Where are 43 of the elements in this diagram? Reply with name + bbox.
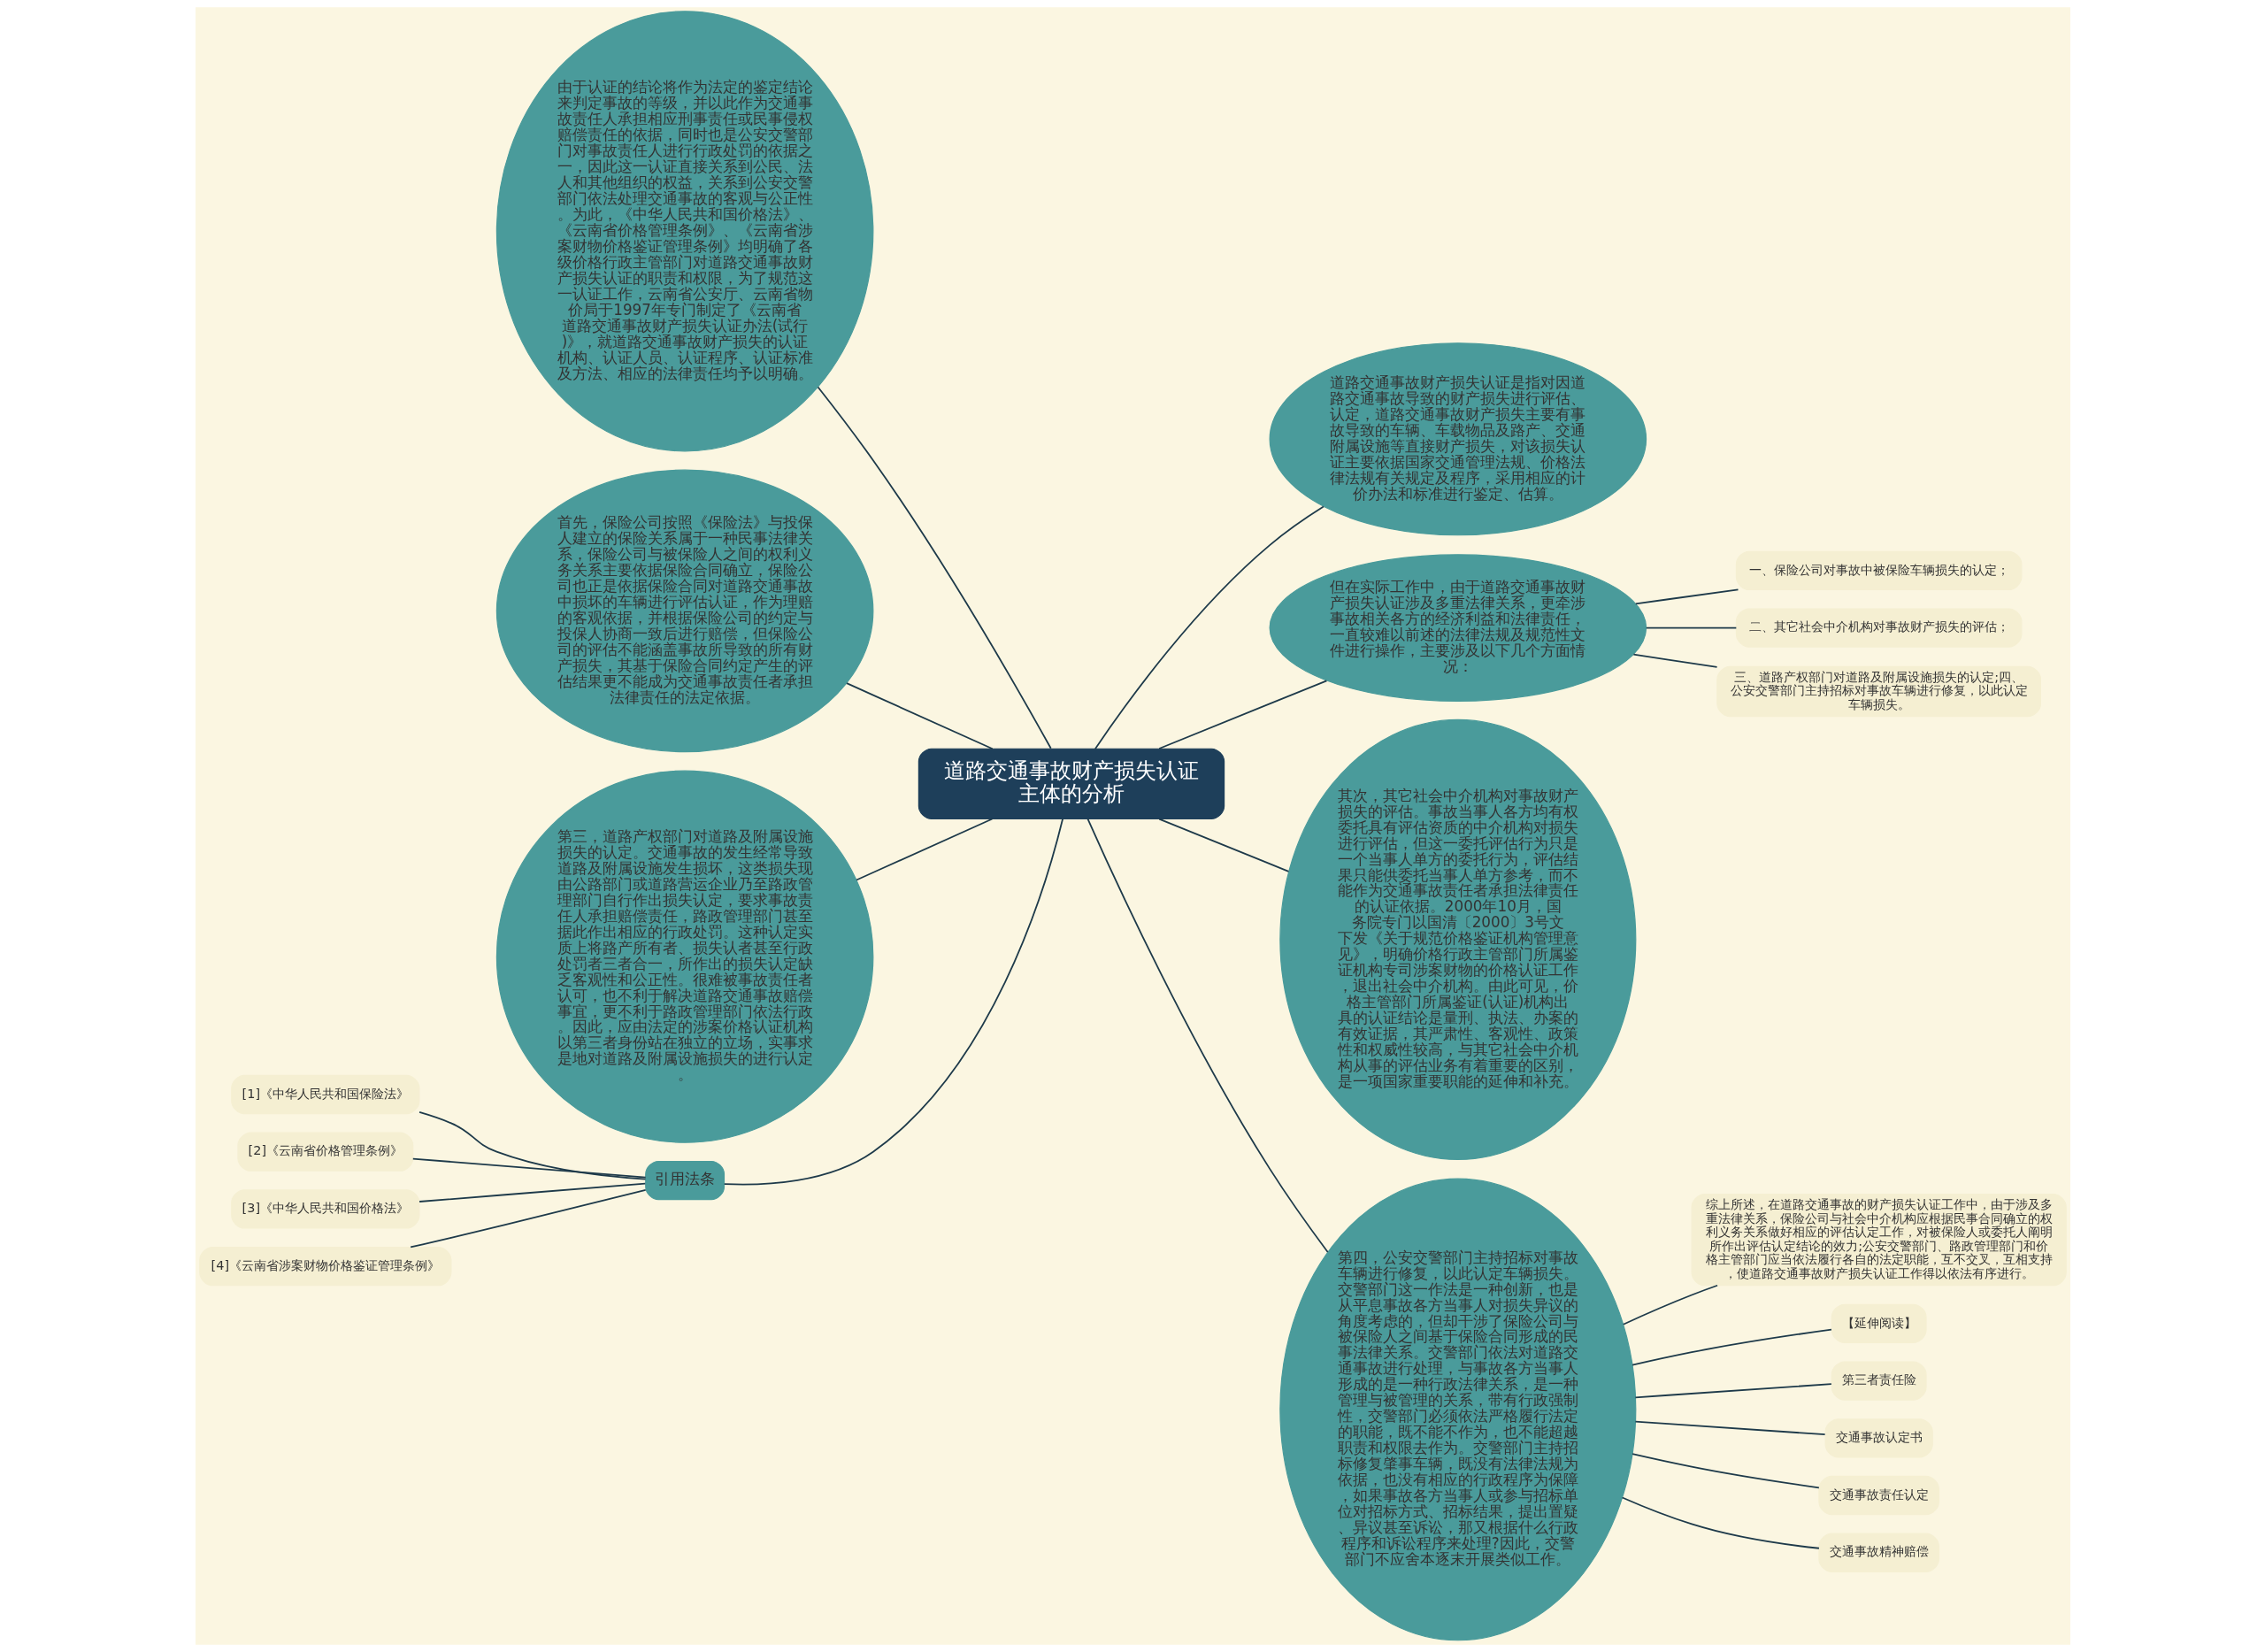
node-ellipse: 其次，其它社会中介机构对事故财产损失的评估。事故当事人各方均有权委托具有评估资质的中介机构对损失进行评估，但这一委托评估行为只是一个当事人单方的委托行为，评估结果只能供委托当事人单方参考，而不能作为交通事故责任者承担法律责任的认证依据。2000年10月，国务院专门以国清〔2000〕3号文下发《关于规范价格鉴证机构管理意见》，明确价格行政主管部门所属鉴证机构专司涉案财物的价格认证工作，退出社会中介机构。由此可见，价格主管部门所属鉴证(认证)机构出具的认证结论是量刑、执法、办案的有效证据，其严肃性、客观性、政策性和权威性较高，与其它社会中介机构从事的评估业务有着重要的区别，是一项国家重要职能的延伸和补充。 xyxy=(1278,718,1636,1161)
connector xyxy=(1645,626,1737,629)
connector xyxy=(1621,1496,1820,1549)
node-box: [4]《云南省涉案财物价格鉴证管理条例》 xyxy=(198,1246,451,1287)
node-circle: 第三，道路产权部门对道路及附属设施损失的认定。交通事故的发生经常导致道路及附属设施发生损坏，这类损失现由公路部门或道路营运企业乃至路政管理部门自行作出损失认定，要求事故责任人承担赔偿责任，路政管理部门甚至据此作出相应的行政处罚。这种认定实质上将路产所有者、损失认者甚至行政处罚者三者合一，所作出的损失认定缺乏客观性和公正性。很难被事故责任者认可，也不利于解决道路交通事故赔偿事宜，更不利于路政管理部门依法行政。因此，应由法定的涉案价格认证机构以第三者身份站在独立的立场，实事求是地对道路及附属设施损失的进行认定。 xyxy=(495,770,873,1143)
connector xyxy=(1157,818,1289,872)
connector xyxy=(1634,1420,1826,1436)
connector xyxy=(817,386,1052,749)
connector xyxy=(409,1189,647,1249)
node-box: 第三者责任险 xyxy=(1831,1361,1927,1401)
connector xyxy=(1631,1453,1820,1489)
connector xyxy=(1634,1383,1832,1399)
connector xyxy=(1622,1284,1718,1325)
node-ellipse: 由于认证的结论将作为法定的鉴定结论来判定事故的等级，并以此作为交通事故责任人承担相应刑事责任或民事侵权赔偿责任的依据，同时也是公安交警部门对事故责任人进行行政处罚的依据之一，因此这一认证直接关系到公民、法人和其他组织的权益，关系到公安交警部门依法处理交通事故的客观与公正性。为此，《中华人民共和国价格法》、《云南省价格管理条例》、《云南省涉案财物价格鉴证管理条例》均明确了各级价格行政主管部门对道路交通事故财产损失认证的职责和权限，为了规范这一认证工作，云南省公安厅、云南省物价局于1997年专门制定了《云南省道路交通事故财产损失认证办法(试行)》，就道路交通事故财产损失的认证机构、认证人员、认证程序、认证标准及方法、相应的法律责任均予以明确。 xyxy=(495,11,873,452)
connector xyxy=(1634,588,1739,605)
node-box: 二、其它社会中介机构对事故财产损失的评估； xyxy=(1735,608,2022,648)
node-box: [1]《中华人民共和国保险法》 xyxy=(230,1074,419,1115)
node-ellipse: 首先，保险公司按照《保险法》与投保人建立的保险关系属于一种民事法律关系，保险公司与被保险人之间的权利义务关系主要依据保险合同确立，保险公司也正是依据保险合同对道路交通事故中损坏的车辆进行评估认证，作为理赔的客观依据，并根据保险公司的约定与投保人协商一致后进行赔偿，但保险公司的评估不能涵盖事故所导致的所有财产损失，其基于保险合同约定产生的评估结果更不能成为交通事故责任者承担法律责任的法定依据。 xyxy=(495,469,873,753)
connector xyxy=(1632,653,1717,668)
connector xyxy=(1094,505,1324,750)
connector xyxy=(1631,1328,1832,1366)
connector xyxy=(418,1111,646,1180)
connector xyxy=(418,1182,646,1203)
node-ellipse: 道路交通事故财产损失认证是指对因道路交通事故导致的财产损失进行评估、认定，道路交通事故财产损失主要有事故导致的车辆、车载物品及路产、交通附属设施等直接财产损失，对该损失认证主要依据国家交通管理法规、价格法律法规有关规定及程序，采用相应的计价办法和标准进行鉴定、估算。 xyxy=(1269,342,1647,536)
node-box: 交通事故精神赔偿 xyxy=(1817,1533,1939,1572)
node-box: 一、保险公司对事故中被保险车辆损失的认定； xyxy=(1735,550,2022,591)
node-ellipse: 第四，公安交警部门主持招标对事故车辆进行修复，以此认定车辆损失。交警部门这一作法是一种创新，也是从平息事故各方当事人对损失异议的角度考虑的，但却干涉了保险公司与被保险人之间基于保险合同形成的民事法律关系。交警部门依法对道路交通事故进行处理，与事故各方当事人形成的是一种行政法律关系，是一种管理与被管理的关系，带有行政强制性，交警部门必须依法严格履行法定的职能，既不能不作为，也不能超越职责和权限去作为。交警部门主持招标修复肇事车辆，既没有法律法规为依据，也没有相应的行政程序为保障，如果事故各方当事人或参与招标单位对招标方式、招标结果，提出置疑、异议甚至诉讼，那又根据什么行政程序和诉讼程序来处理?因此，交警部门不应舍本逐末开展类似工作。 xyxy=(1278,1178,1636,1641)
node-box: 道路交通事故财产损失认证主体的分析 xyxy=(918,748,1225,819)
connector xyxy=(855,818,993,881)
connector xyxy=(845,682,994,750)
connector xyxy=(1157,680,1327,749)
node-box: 三、道路产权部门对道路及附属设施损失的认定;四、公安交警部门主持招标对事故车辆进行修复，以此认定车辆损失。 xyxy=(1716,665,2041,718)
connector xyxy=(411,1157,647,1179)
node-box: 交通事故认定书 xyxy=(1824,1418,1933,1458)
node-ellipse: 但在实际工作中，由于道路交通事故财产损失认证涉及多重法律关系，更牵涉事故相关各方的经济利益和法律责任，一直较难以前述的法律法规及规范性文件进行操作，主要涉及以下几个方面情况： xyxy=(1269,554,1647,702)
node-box: 综上所述，在道路交通事故的财产损失认证工作中，由于涉及多重法律关系，保险公司与社会中介机构应根据民事合同确立的权利义务关系做好相应的评估认定工作，对被保险人或委托人阐明所作出评估认定结论的效力;公安交警部门、路政管理部门和价格主管部门应当依法履行各自的法定职能，互不交叉，互相支持，使道路交通事故财产损失认证工作得以依法有序进行。 xyxy=(1691,1194,2067,1287)
node-box: [2]《云南省价格管理条例》 xyxy=(236,1132,413,1172)
connector xyxy=(1086,818,1329,1253)
connector xyxy=(723,818,1063,1186)
node-box: 引用法条 xyxy=(644,1160,725,1201)
node-box: 【延伸阅读】 xyxy=(1831,1303,1927,1344)
node-box: [3]《中华人民共和国价格法》 xyxy=(230,1189,419,1229)
node-box: 交通事故责任认定 xyxy=(1817,1475,1939,1516)
